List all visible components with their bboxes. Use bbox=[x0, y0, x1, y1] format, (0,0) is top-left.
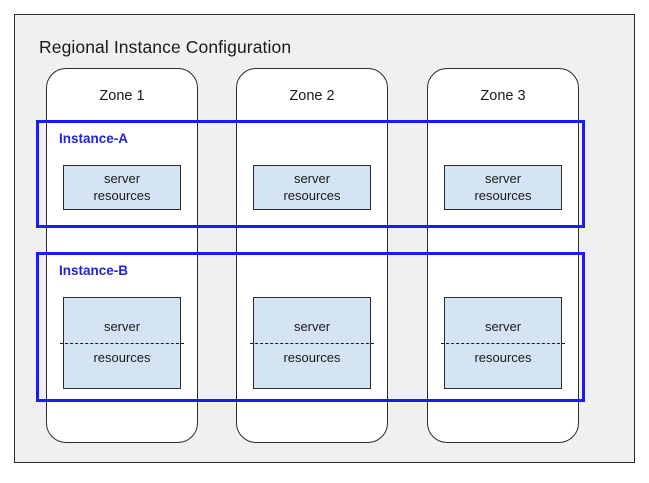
resource-box-a-zone3[interactable]: server resources bbox=[444, 165, 562, 210]
resource-label-line-1: server bbox=[103, 170, 141, 186]
resource-box-b-zone1[interactable]: server resources bbox=[60, 297, 184, 389]
resource-label-line-2: resources bbox=[474, 187, 532, 203]
resource-label-line-1: server bbox=[484, 170, 522, 186]
resource-label-line-1: server bbox=[484, 319, 522, 335]
resource-label-line-1: server bbox=[293, 319, 331, 335]
resource-label-line-2: resources bbox=[474, 350, 532, 365]
resource-split-dashed-line bbox=[441, 343, 565, 344]
resource-label-line-1: server bbox=[293, 170, 331, 186]
resource-split-dashed-line bbox=[250, 343, 374, 344]
page-title: Regional Instance Configuration bbox=[39, 37, 292, 57]
zone-label-3: Zone 3 bbox=[480, 88, 526, 104]
instance-band-b[interactable]: Instance-B bbox=[36, 252, 585, 402]
resource-box-a-zone1[interactable]: server resources bbox=[63, 165, 181, 210]
instance-label-a: Instance-A bbox=[59, 131, 129, 146]
resource-label-line-2: resources bbox=[283, 350, 341, 365]
resource-label-line-2: resources bbox=[93, 350, 151, 365]
resource-box-b-zone2[interactable]: server resources bbox=[250, 297, 374, 389]
resource-label-line-2: resources bbox=[283, 187, 341, 203]
resource-label-line-2: resources bbox=[93, 187, 151, 203]
zone-label-2: Zone 2 bbox=[289, 88, 335, 104]
resource-box-a-zone2[interactable]: server resources bbox=[253, 165, 371, 210]
instance-band-a[interactable]: Instance-A bbox=[36, 120, 585, 228]
resource-split-dashed-line bbox=[60, 343, 184, 344]
resource-label-line-1: server bbox=[103, 319, 141, 335]
zone-label-1: Zone 1 bbox=[99, 88, 145, 104]
resource-box-b-zone3[interactable]: server resources bbox=[441, 297, 565, 389]
instance-label-b: Instance-B bbox=[59, 263, 129, 278]
